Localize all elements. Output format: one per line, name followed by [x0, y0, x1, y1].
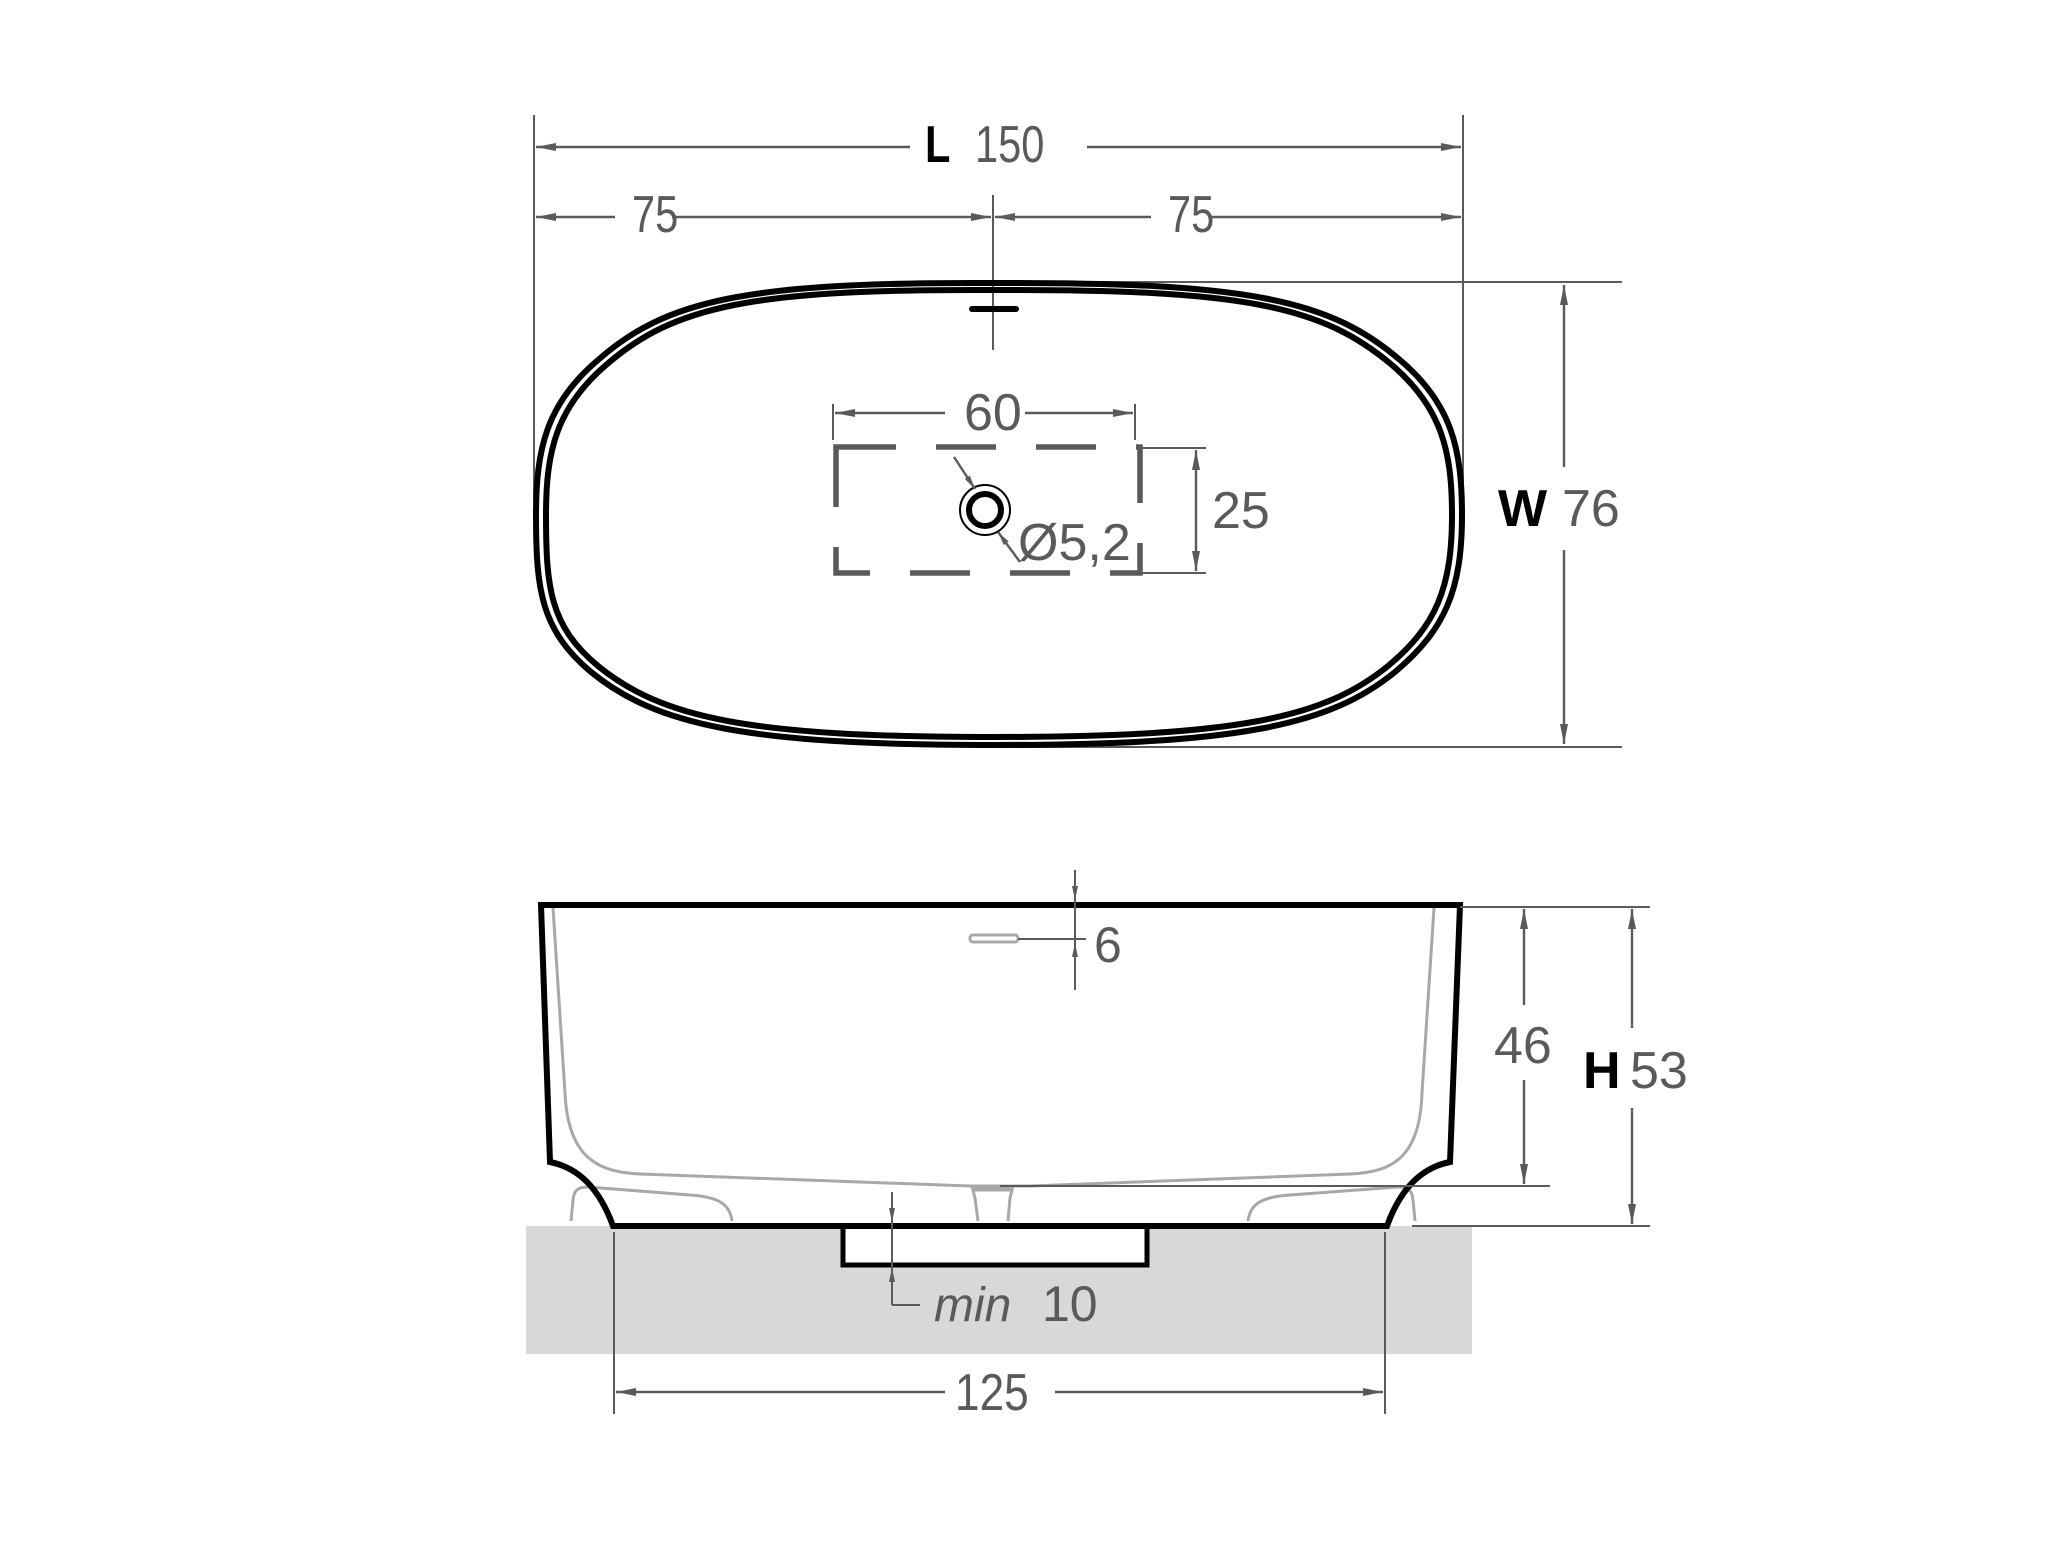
- base-length-value: 125: [955, 1364, 1029, 1422]
- side-view: 6 46 H 53 min 10 125: [526, 870, 1688, 1422]
- half-left-value: 75: [632, 185, 678, 244]
- drain-zone-width-value: 60: [964, 384, 1022, 442]
- tub-inner-rim: [542, 286, 1456, 741]
- inner-depth-value: 46: [1494, 1017, 1552, 1075]
- drain-outer-circle: [959, 484, 1011, 536]
- drain-zone-depth-value: 25: [1212, 482, 1270, 540]
- overflow-offset-value: 6: [1094, 917, 1122, 973]
- floor-recess-prefix: min: [934, 1279, 1011, 1332]
- height-label: H: [1583, 1042, 1621, 1100]
- tub-side-outline: [537, 902, 1464, 1229]
- floor-recess-value: 10: [1042, 1276, 1098, 1332]
- width-dimension: W 76: [1498, 285, 1620, 744]
- half-length-dimensions: 75 75: [536, 185, 1461, 244]
- length-value: 150: [975, 115, 1044, 174]
- tub-outer-rim: [532, 279, 1466, 749]
- width-label: W: [1498, 480, 1548, 538]
- tub-inner-profile: [551, 907, 1436, 1188]
- floor-recess: [840, 1223, 1150, 1268]
- top-view: L 150 75 75 60: [532, 115, 1622, 749]
- length-dimension: L 150: [536, 115, 1461, 174]
- drain-zone: 60 25 Ø5,2: [832, 384, 1270, 576]
- height-value: 53: [1630, 1042, 1688, 1100]
- drain-zone-rect: [833, 444, 1143, 576]
- length-label: L: [925, 115, 950, 174]
- width-value: 76: [1562, 480, 1620, 538]
- half-right-value: 75: [1168, 185, 1214, 244]
- drain-icon: [966, 491, 1004, 529]
- drain-diameter-value: Ø5,2: [1018, 514, 1131, 572]
- overflow-pipe: [968, 933, 1020, 944]
